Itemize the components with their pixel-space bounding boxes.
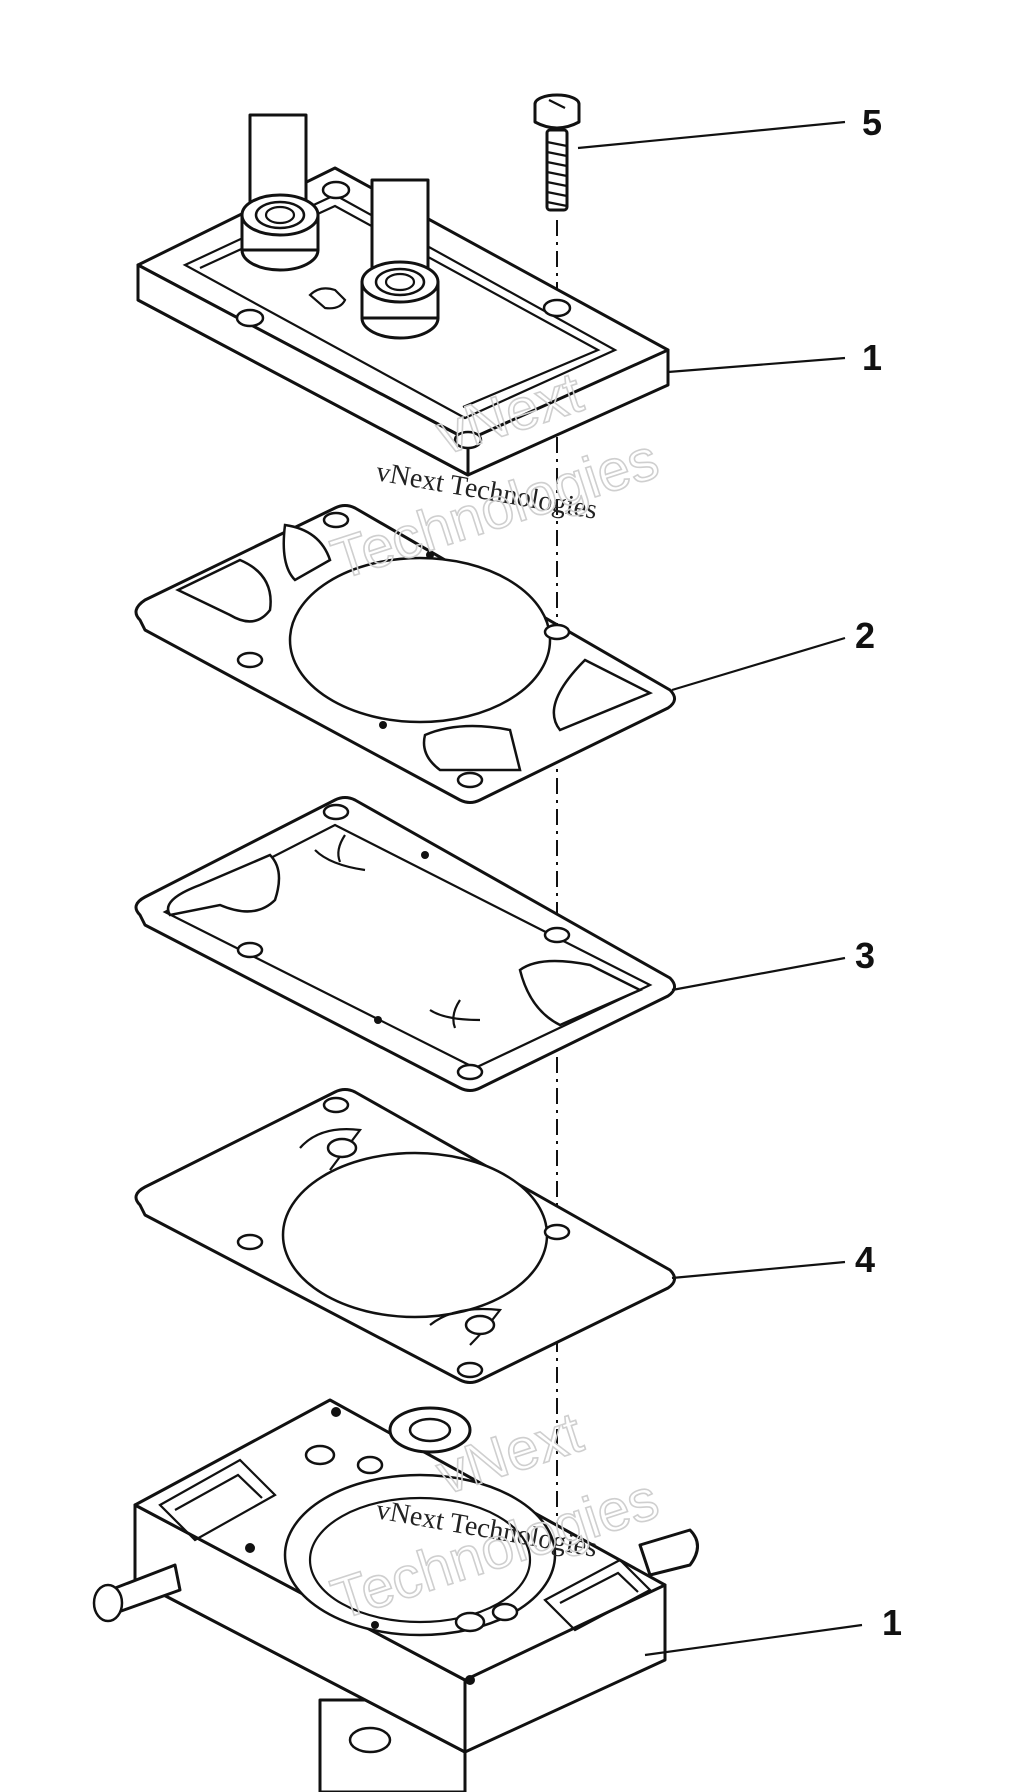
lower-gasket-part [134, 1088, 676, 1384]
upper-gasket-part [134, 504, 676, 804]
leader-lines [577, 120, 863, 1657]
callout-diaphragm: 3 [855, 935, 875, 976]
pump-body-part [92, 1398, 699, 1792]
callout-upper-gasket: 2 [855, 615, 875, 656]
callout-labels: 5 1 2 3 4 1 [855, 102, 902, 1643]
callout-top-cover: 1 [862, 337, 882, 378]
bolt-part [533, 93, 581, 212]
callout-bolt: 5 [862, 102, 882, 143]
diaphragm-part [134, 796, 676, 1092]
callout-lower-gasket: 4 [855, 1239, 875, 1280]
top-cover-part [136, 113, 670, 477]
callout-pump-body: 1 [882, 1602, 902, 1643]
